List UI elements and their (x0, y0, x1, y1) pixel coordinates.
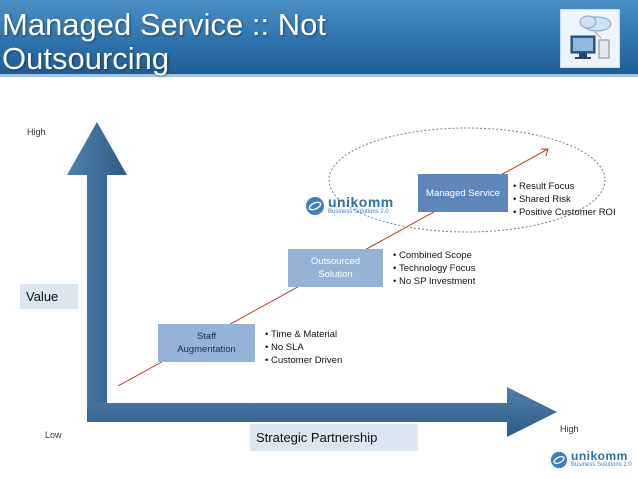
title-line-2: Outsourcing (2, 41, 170, 76)
x-axis-low-label: Low (45, 430, 62, 440)
value-axis-label: Value (20, 284, 78, 309)
bullet-item: Result Focus (513, 180, 616, 193)
bullet-item: Time & Material (265, 328, 342, 341)
x-axis-high-label: High (560, 424, 579, 434)
logo-name: unikomm (328, 194, 394, 210)
stage-label-line: Solution (318, 269, 353, 280)
bullet-item: Shared Risk (513, 193, 616, 206)
logo-subtitle: Business Solutions 2.0 (571, 462, 632, 469)
logo-subtitle: Business Solutions 2.0 (328, 209, 394, 216)
bullet-item: Technology Focus (393, 262, 476, 275)
bullet-item: Combined Scope (393, 249, 476, 262)
strategic-partnership-label: Strategic Partnership (250, 424, 418, 451)
y-axis-high-label: High (27, 127, 46, 137)
unikomm-logo-center: unikomm Business Solutions 2.0 (305, 195, 394, 216)
stage-label-line: Managed Service (426, 187, 500, 199)
title-line-1: Managed Service :: Not (2, 7, 326, 42)
header-bar (0, 0, 638, 74)
stage-managed-service: Managed Service (418, 174, 508, 212)
header-divider (0, 74, 638, 77)
bullet-item: No SP Investment (393, 275, 476, 288)
stage-label-line: Staff (196, 331, 217, 342)
bullet-item: Positive Customer ROI (513, 206, 616, 219)
unikomm-logo-footer: unikomm Business Solutions 2.0 (550, 450, 632, 469)
logo-version: 2.0 (380, 209, 389, 215)
stage-outsourced-solution: Outsourced Solution (288, 249, 383, 287)
bullet-item: No SLA (265, 341, 342, 354)
unikomm-globe-icon (550, 451, 568, 468)
stage-staff-augmentation: Staff Augmentation (158, 324, 255, 362)
unikomm-globe-icon (306, 196, 324, 215)
trend-line-arrowhead (541, 148, 549, 157)
stage-label-line: Outsourced (310, 256, 361, 267)
header-logo (560, 9, 620, 68)
stage-label-line: Augmentation (177, 344, 236, 355)
logo-sub-text: Business Solutions (571, 462, 622, 468)
bullet-item: Customer Driven (265, 354, 342, 367)
vertical-axis-arrow (67, 122, 127, 422)
slide-title: Managed Service :: Not Outsourcing (2, 8, 326, 76)
logo-version: 2.0 (623, 462, 632, 468)
managed-service-bullets: Result Focus Shared Risk Positive Custom… (513, 180, 616, 219)
logo-name: unikomm (571, 449, 628, 463)
outsourced-solution-bullets: Combined Scope Technology Focus No SP In… (393, 249, 476, 288)
horizontal-axis-arrow (87, 387, 557, 437)
logo-sub-text: Business Solutions (328, 209, 379, 215)
staff-augmentation-bullets: Time & Material No SLA Customer Driven (265, 328, 342, 367)
computer-cloud-icon (570, 15, 612, 59)
